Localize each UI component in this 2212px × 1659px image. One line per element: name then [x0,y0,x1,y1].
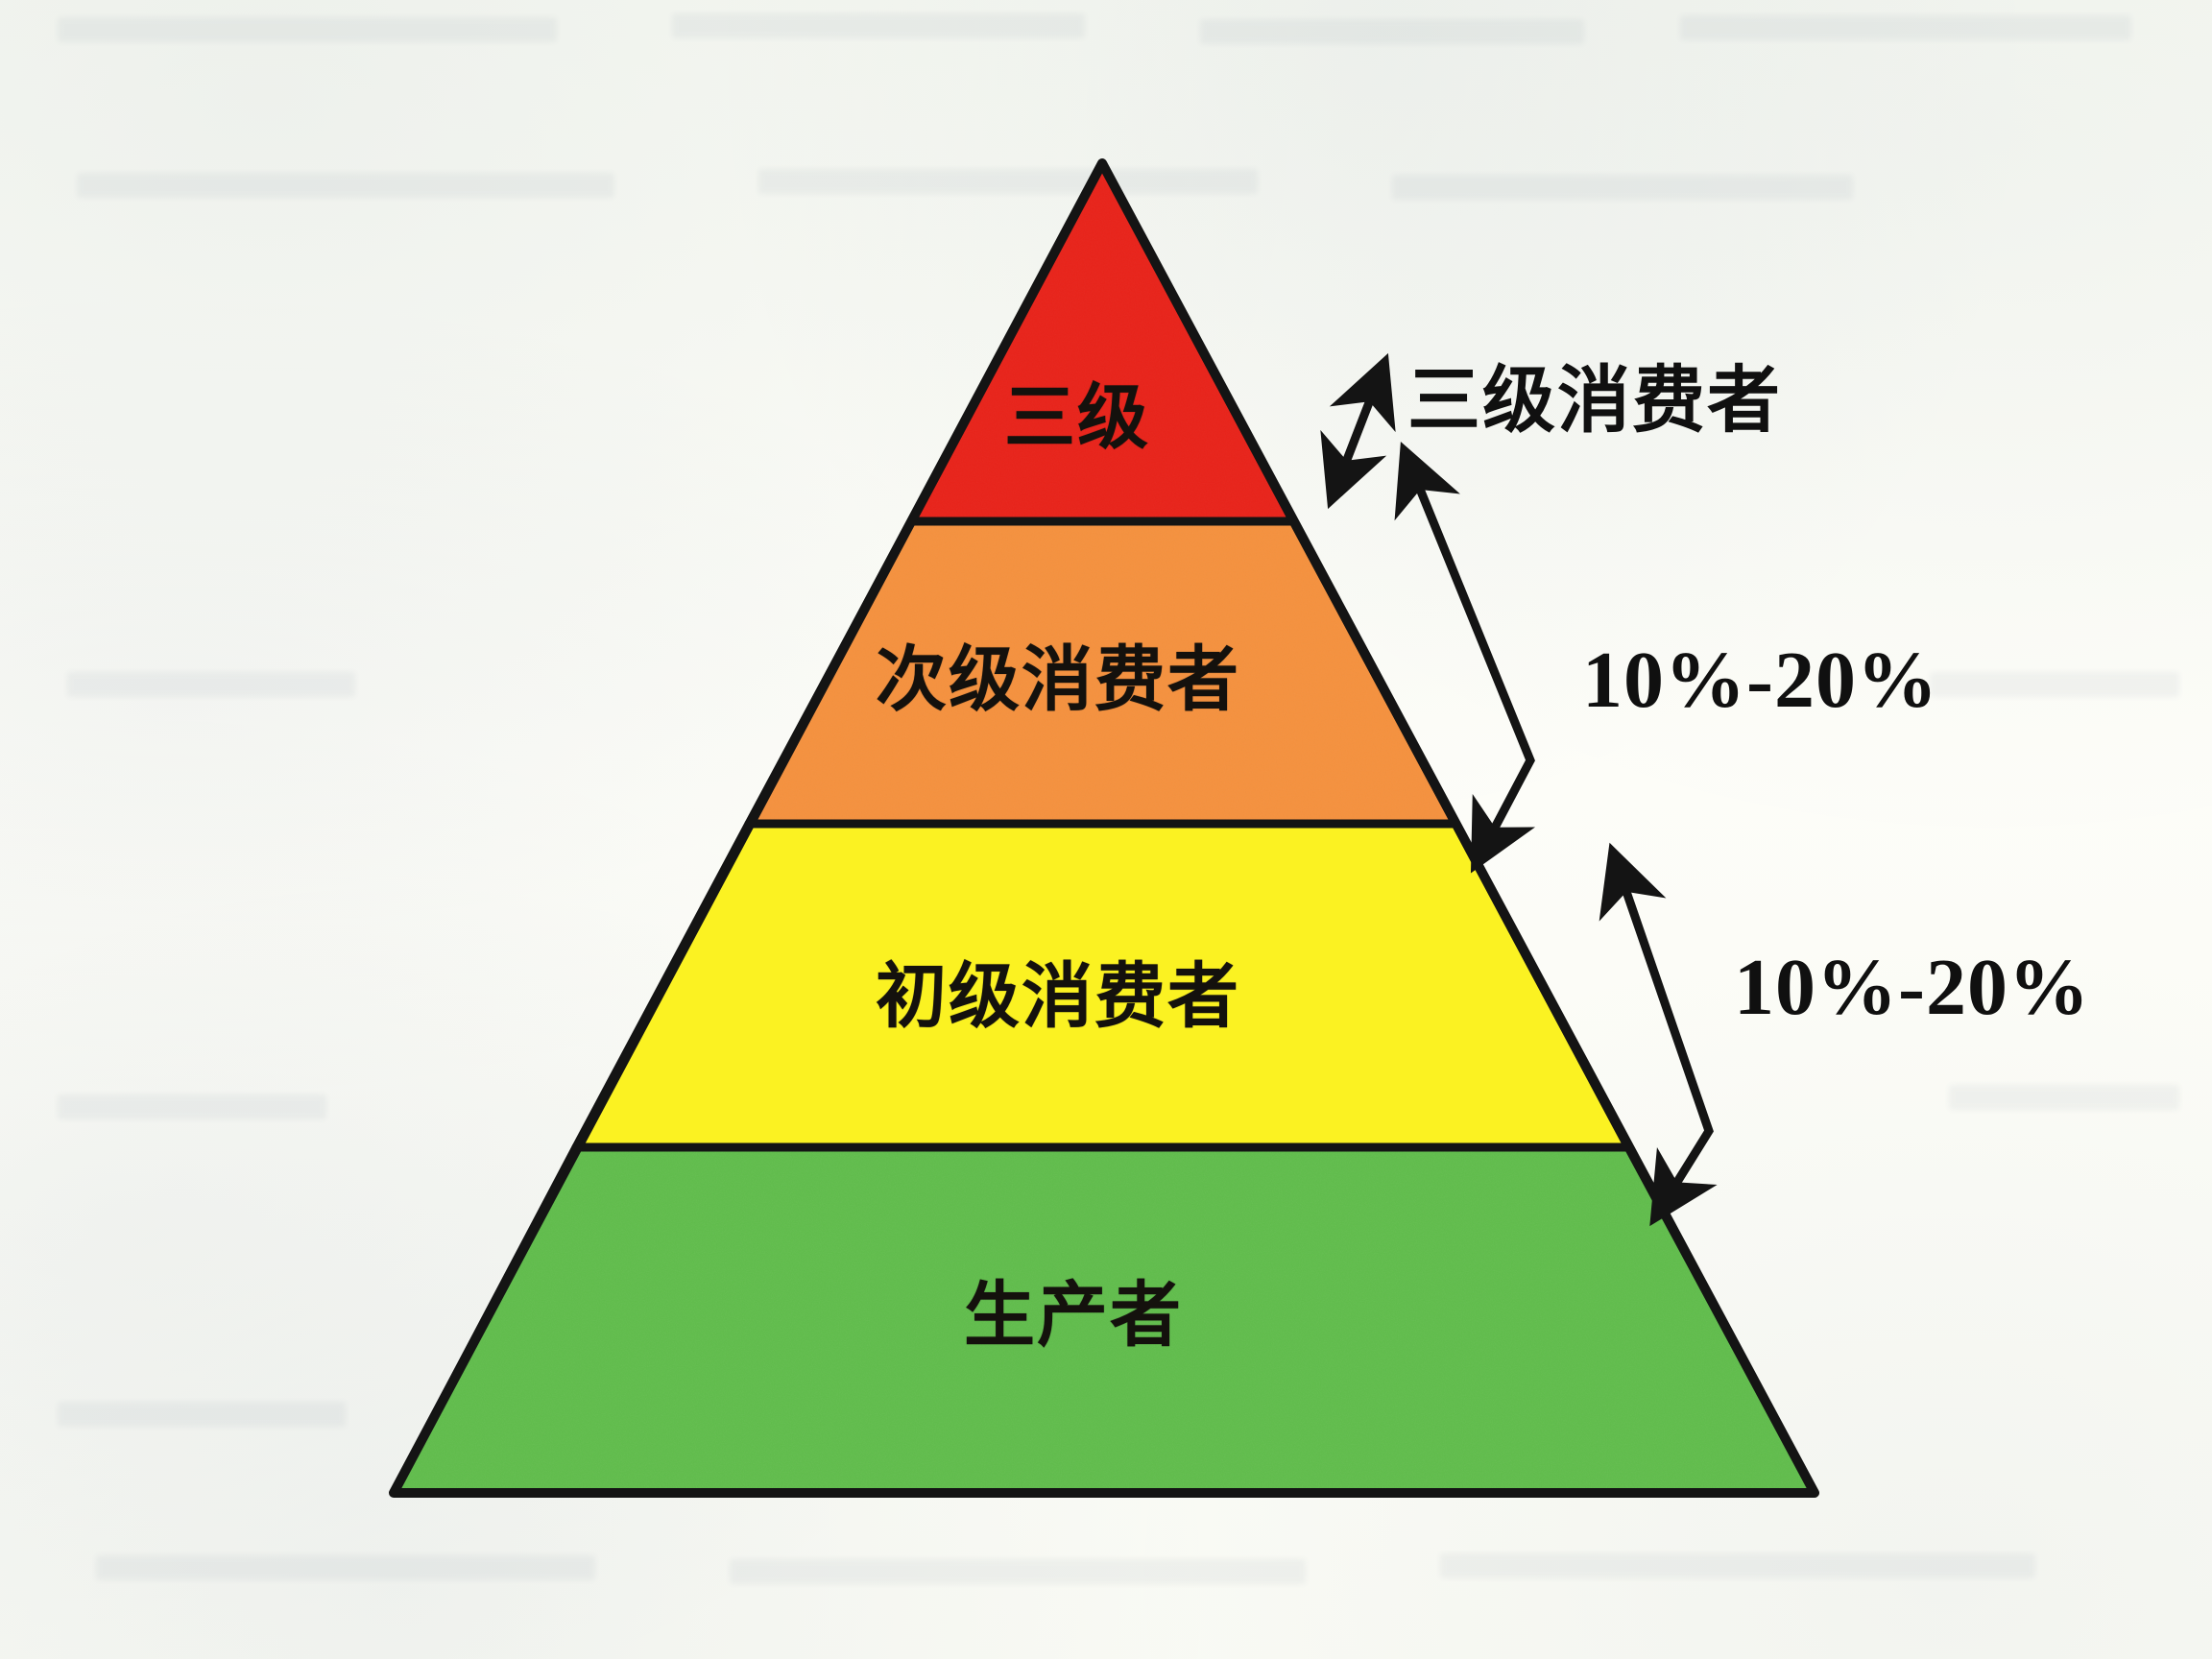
arrow-transfer-lower [1599,842,1718,1227]
pyramid-tier-producers[interactable] [389,1142,1819,1498]
pyramid-tier-secondary-consumers[interactable] [744,517,1460,829]
pyramid-tier-primary-consumers[interactable] [571,819,1633,1152]
arrow-tertiary-callout [1320,352,1396,510]
pyramid-body [389,158,1819,1498]
arrow-transfer-upper [1394,441,1536,874]
pyramid-tier-tertiary[interactable] [906,158,1298,526]
